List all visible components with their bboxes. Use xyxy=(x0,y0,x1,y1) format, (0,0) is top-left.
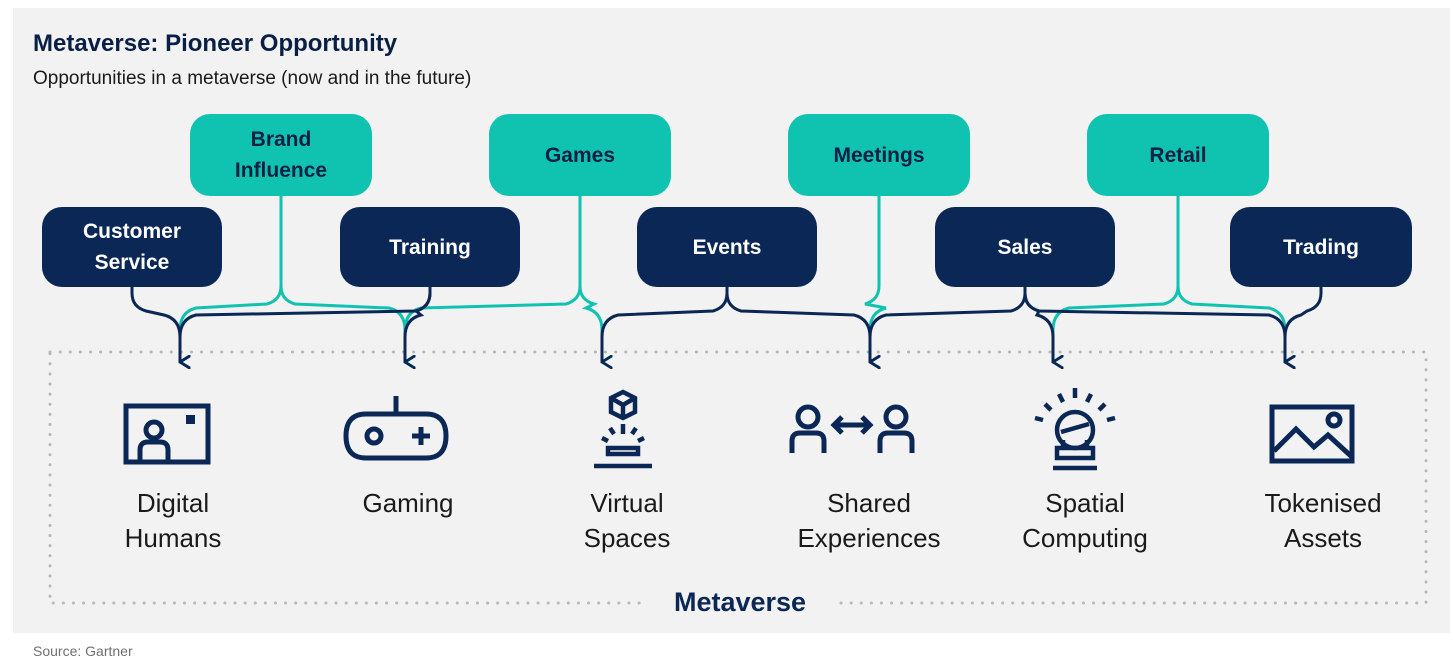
opportunity-sales: Sales xyxy=(935,207,1115,287)
image-asset-icon xyxy=(1269,404,1355,464)
opportunity-customer-service: Customer Service xyxy=(42,207,222,287)
use-case-gaming: Gaming xyxy=(362,488,454,518)
connector-arrow xyxy=(600,285,729,362)
diagram-panel xyxy=(13,8,1450,633)
spatial-computing-icon xyxy=(1034,388,1116,471)
shared-experience-icon xyxy=(789,404,915,453)
digital-human-icon xyxy=(123,403,211,465)
opportunity-retail: Retail xyxy=(1087,114,1269,196)
connector-arrow xyxy=(279,194,405,362)
virtual-space-icon xyxy=(594,389,652,469)
connector-arrow xyxy=(864,194,887,362)
opportunity-events: Events xyxy=(637,207,817,287)
use-case-virtual-spaces: Virtual Spaces xyxy=(583,488,671,553)
opportunity-training: Training xyxy=(340,207,520,287)
connector-arrow xyxy=(1176,194,1285,362)
connector-arrow xyxy=(1023,285,1053,362)
opportunity-brand-influence: Brand Influence xyxy=(190,114,372,196)
connector-arrow xyxy=(130,285,180,362)
connector-arrow xyxy=(178,285,432,362)
opportunity-trading: Trading xyxy=(1230,207,1412,287)
connector-arrow xyxy=(403,285,432,362)
game-controller-icon xyxy=(343,396,449,461)
connector-arrow xyxy=(725,285,870,362)
use-case-digital-humans: Digital Humans xyxy=(124,488,222,553)
connector-arrow xyxy=(1023,285,1285,362)
use-case-tokenised-assets: Tokenised Assets xyxy=(1264,488,1382,553)
opportunity-meetings: Meetings xyxy=(788,114,970,196)
connector-arrow xyxy=(868,285,1027,362)
diagram-title: Metaverse: Pioneer Opportunity xyxy=(33,30,398,57)
source-note: Source: Gartner xyxy=(33,643,133,659)
opportunity-games: Games xyxy=(489,114,671,196)
use-case-shared-experiences: Shared Experiences xyxy=(797,488,941,553)
connector-arrow xyxy=(578,194,602,362)
metaverse-label: Metaverse xyxy=(645,587,835,618)
connector-arrow xyxy=(1283,285,1323,362)
use-case-spatial-computing: Spatial Computing xyxy=(1022,488,1148,553)
diagram-subtitle: Opportunities in a metaverse (now and in… xyxy=(33,68,472,89)
